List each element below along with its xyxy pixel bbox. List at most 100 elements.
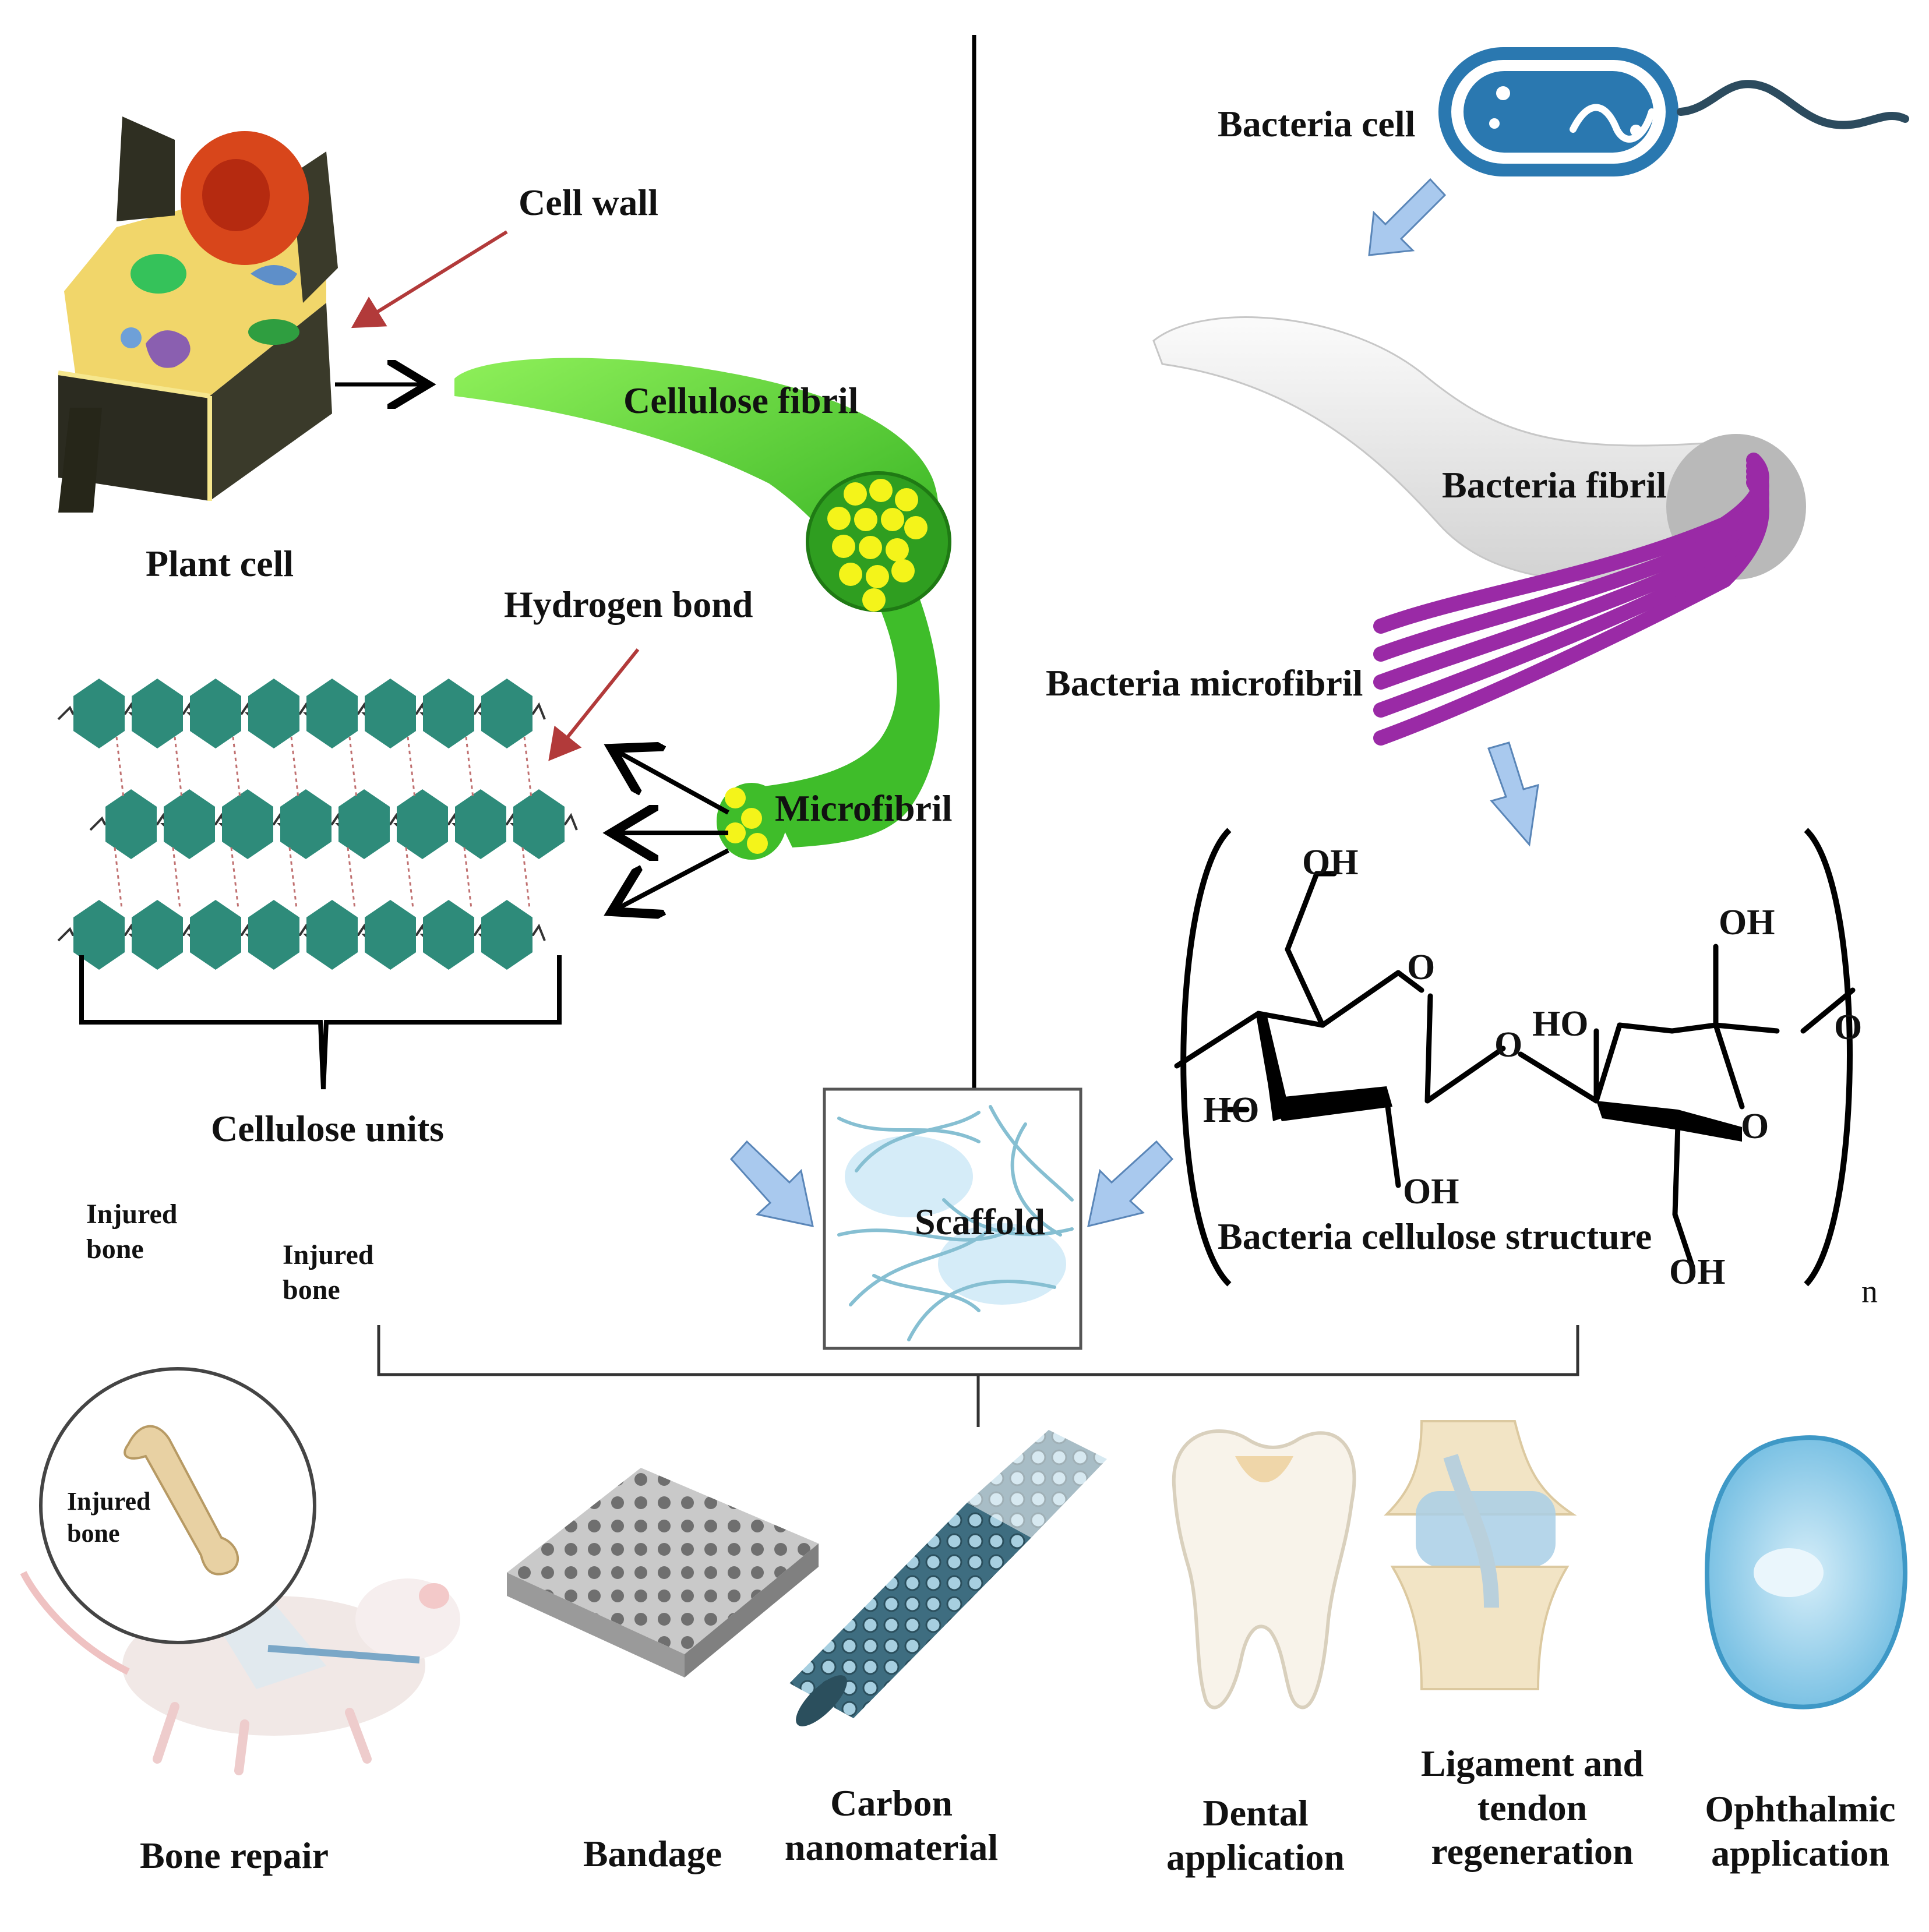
application-ligament-tendon: Ligament and tendon regeneration [1404, 1742, 1660, 1874]
glucose-unit [105, 789, 157, 859]
fibril-dot [904, 516, 928, 539]
glucose-unit [190, 679, 241, 748]
bacteria-fibril-label: Bacteria fibril [1442, 464, 1667, 506]
hydrogen-bond-line [290, 736, 299, 799]
injured-bone-2-line-2: bone [283, 1274, 340, 1305]
application-carbon-nanomaterial: Carbon nanomaterial [775, 1781, 1008, 1869]
purple-microfibril-strand [1373, 475, 1769, 746]
fibril-dot [881, 508, 904, 531]
glucose-unit [423, 679, 474, 748]
chem-ring-o-right: O [1741, 1107, 1769, 1146]
ophthalmic-illustration [1704, 1435, 1908, 1710]
chem-repeat-n: n [1861, 1274, 1878, 1310]
microfibril-arrow-top [612, 748, 729, 815]
application-dental-line-2: application [1166, 1836, 1345, 1878]
hydrogen-bond-line [521, 847, 531, 909]
cellulose-structure-brackets [1180, 828, 1853, 1287]
glucose-unit [248, 900, 299, 970]
hydrogen-bond-line [348, 736, 358, 799]
application-carbon-line-1: Carbon [830, 1782, 953, 1824]
application-ophthalmic-line-1: Ophthalmic [1705, 1788, 1896, 1829]
scaffold-illustration [823, 1087, 1082, 1350]
hydrogen-bond-line [288, 847, 298, 909]
fibril-dot [886, 538, 909, 561]
fibril-dot [862, 588, 886, 612]
bacteria-microfibrils [1373, 453, 1769, 746]
dental-illustration [1172, 1429, 1356, 1710]
hydrogen-bond-line [230, 847, 239, 909]
application-dental: Dental application [1156, 1791, 1355, 1879]
chem-bridge-o: O [1494, 1025, 1523, 1065]
hydrogen-bond-line [174, 736, 183, 799]
application-bandage-line-1: Bandage [583, 1833, 722, 1874]
application-ligament-line-2: tendon [1477, 1786, 1588, 1828]
injured-bone-label-2: Injured bone [283, 1238, 374, 1308]
application-bandage: Bandage [559, 1832, 746, 1876]
application-ophthalmic: Ophthalmic application [1684, 1787, 1917, 1875]
fibril-dot [854, 508, 877, 531]
hydrogen-bond-line [463, 847, 472, 909]
glucose-unit [280, 789, 332, 859]
microfibril-arrow-bottom [612, 848, 729, 912]
hydrogen-bond-line [172, 847, 181, 909]
fibril-dot [839, 563, 862, 586]
scaffold-label: Scaffold [915, 1201, 1045, 1242]
application-bone-repair: Bone repair [129, 1834, 339, 1878]
hydrogen-bond-line [114, 847, 123, 909]
carbon-nanomaterial-illustration [789, 1430, 1107, 1726]
application-carbon-line-2: nanomaterial [784, 1826, 999, 1868]
hydrogen-bond-line [407, 736, 416, 799]
glucose-unit [306, 900, 358, 970]
chem-oh-bottom-mid: OH [1403, 1172, 1459, 1212]
cell-wall-label: Cell wall [519, 182, 658, 223]
injured-bone-inset-label: Injured bone [67, 1485, 150, 1549]
microfibril-bundle [717, 783, 787, 860]
chem-ho-left: HO [1203, 1090, 1260, 1130]
fibril-dot [859, 536, 882, 559]
glucose-unit [397, 789, 448, 859]
fibril-dot [832, 535, 855, 558]
glucose-unit [164, 789, 215, 859]
chem-ring-o-left: O [1407, 948, 1436, 987]
glucose-unit [423, 900, 474, 970]
glucose-unit [481, 679, 532, 748]
hydrogen-bond-line [523, 736, 532, 799]
application-ophthalmic-line-2: application [1711, 1832, 1889, 1874]
cellulose-units-brace [79, 955, 562, 1090]
fibril-dot [869, 479, 893, 502]
hydrogen-bond-line [465, 736, 474, 799]
glucose-unit [455, 789, 506, 859]
glucose-unit [190, 900, 241, 970]
fibril-cross-section-dots [827, 479, 928, 612]
cell-wall-pointer [351, 230, 508, 329]
fibril-dot [844, 482, 867, 506]
glucose-unit [306, 679, 358, 748]
hydrogen-bond-label: Hydrogen bond [504, 584, 753, 625]
glucose-unit [513, 789, 565, 859]
glucose-unit [481, 900, 532, 970]
fibril-dot [895, 488, 918, 511]
injured-bone-2-line-1: Injured [283, 1239, 374, 1270]
application-ligament-line-1: Ligament and [1420, 1743, 1644, 1784]
glucose-unit [248, 679, 299, 748]
glucose-unit [222, 789, 273, 859]
injured-bone-label-1: Injured bone [86, 1197, 178, 1267]
microfibril-label: Microfibril [775, 787, 953, 829]
glucose-unit [365, 679, 416, 748]
application-dental-line-1: Dental [1202, 1792, 1309, 1834]
cellulose-chains [57, 679, 578, 970]
cellulose-wedge-bonds [1258, 1013, 1742, 1142]
glucose-unit [73, 900, 125, 970]
right-to-scaffold-arrow [1087, 1140, 1174, 1228]
bacteria-cell-label: Bacteria cell [1218, 103, 1416, 144]
chem-ho-mid: HO [1532, 1004, 1589, 1044]
bacteria-cellulose-structure-label: Bacteria cellulose structure [1218, 1216, 1652, 1257]
fibril-dot [866, 565, 889, 588]
bacteria-cell-illustration [1438, 47, 1909, 176]
cellulose-units-label: Cellulose units [211, 1108, 445, 1149]
bacteria-cell-down-arrow [1368, 178, 1447, 256]
chem-oh-bottom-right: OH [1669, 1252, 1726, 1292]
microfibril-down-arrow [1487, 741, 1539, 847]
chem-oh-top-left: OH [1302, 843, 1359, 882]
